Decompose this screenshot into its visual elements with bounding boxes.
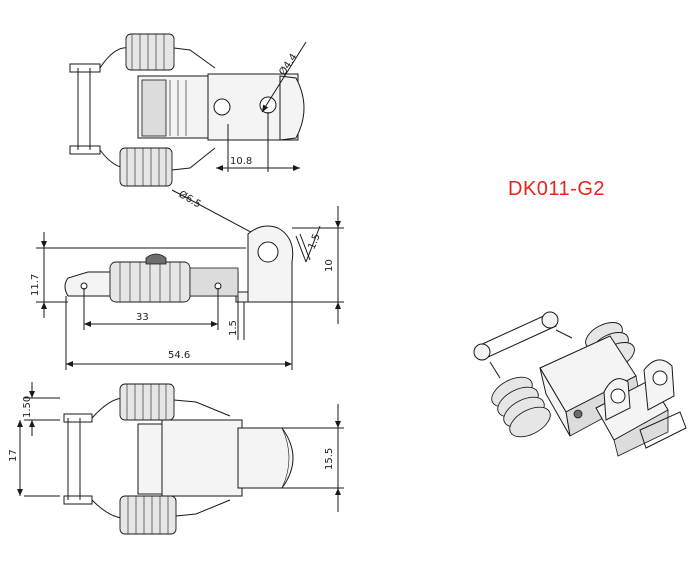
dim-bottom-width: 17 (8, 449, 19, 462)
dim-side-hole-spacing: 33 (136, 312, 149, 323)
dim-side-ring-height: 10 (324, 259, 335, 272)
side-spring (109, 253, 191, 303)
isometric-view (473, 311, 687, 457)
part-number-title: DK011-G2 (508, 178, 606, 200)
top-view: 10.8 Ø4.4 (69, 33, 307, 187)
bottom-view: 1.50 17 15.5 (8, 382, 344, 535)
dim-side-height: 11.7 (30, 274, 41, 296)
dim-side-base-thickness: 1.5 (228, 320, 239, 336)
bottom-spring-upper (119, 383, 175, 421)
bottom-spring-lower (119, 495, 177, 535)
dim-side-thickness: 1.5 (307, 232, 323, 251)
top-spring-upper (125, 33, 175, 71)
side-view: Ø6.5 11.7 10 1.5 (30, 188, 344, 370)
dim-side-ring-diameter: Ø6.5 (177, 188, 204, 210)
dim-side-total-length: 54.6 (168, 350, 190, 361)
top-spring-lower (119, 147, 173, 187)
iso-spring-left (491, 376, 551, 438)
dim-top-length: 10.8 (230, 156, 252, 167)
dim-bottom-spring-offset: 1.50 (22, 396, 33, 418)
dim-bottom-keeper-width: 15.5 (324, 448, 335, 470)
